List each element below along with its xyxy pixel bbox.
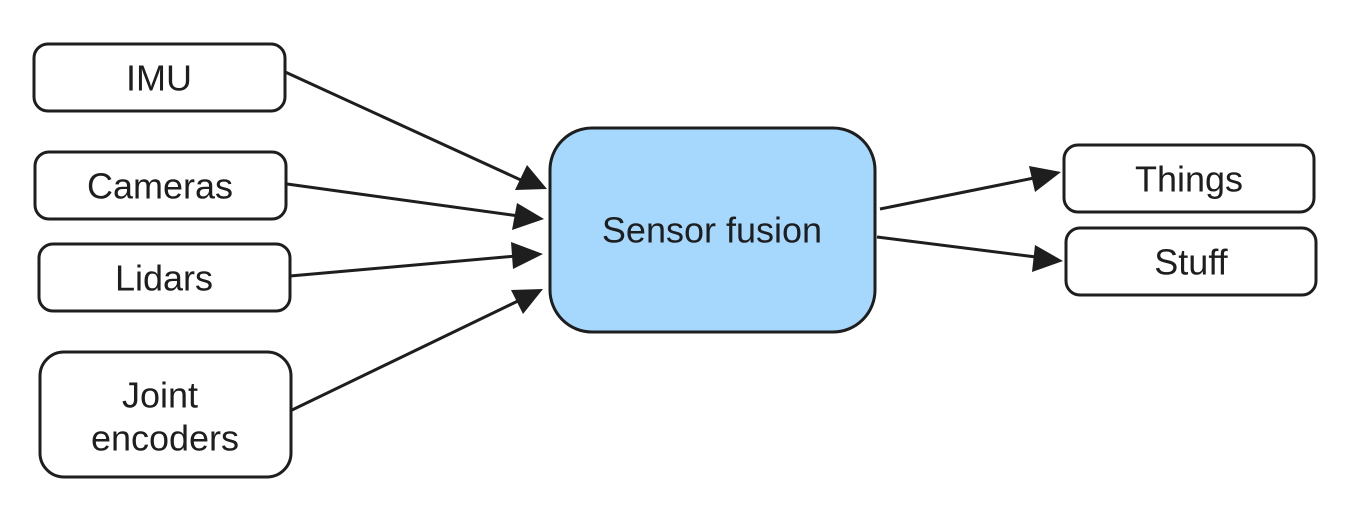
node-imu: IMU (32, 42, 287, 113)
node-stuff-label: Stuff (1154, 242, 1228, 283)
edge-cameras-to-fusion (286, 182, 544, 230)
node-stuff: Stuff (1064, 226, 1318, 297)
edge-lidars-to-fusion (289, 242, 543, 278)
edge-fusion-to-things (879, 166, 1061, 211)
node-things: Things (1062, 143, 1316, 214)
edges (282, 69, 1063, 412)
edge-imu-to-fusion (282, 69, 547, 190)
node-joint-encoders-label-line1: Joint (122, 375, 198, 416)
edge-fusion-to-stuff (876, 235, 1063, 272)
node-sensor-fusion-label: Sensor fusion (602, 210, 822, 251)
node-things-label: Things (1135, 159, 1243, 200)
node-sensor-fusion: Sensor fusion (548, 126, 877, 334)
node-joint-encoders: Joint encoders (38, 350, 293, 479)
node-cameras-label: Cameras (87, 166, 233, 207)
node-joint-encoders-label-line2: encoders (91, 418, 239, 459)
edge-joint-encoders-to-fusion (291, 289, 543, 412)
node-lidars: Lidars (37, 242, 292, 313)
node-lidars-label: Lidars (115, 258, 213, 299)
node-cameras: Cameras (33, 150, 288, 221)
node-imu-label: IMU (126, 58, 192, 99)
